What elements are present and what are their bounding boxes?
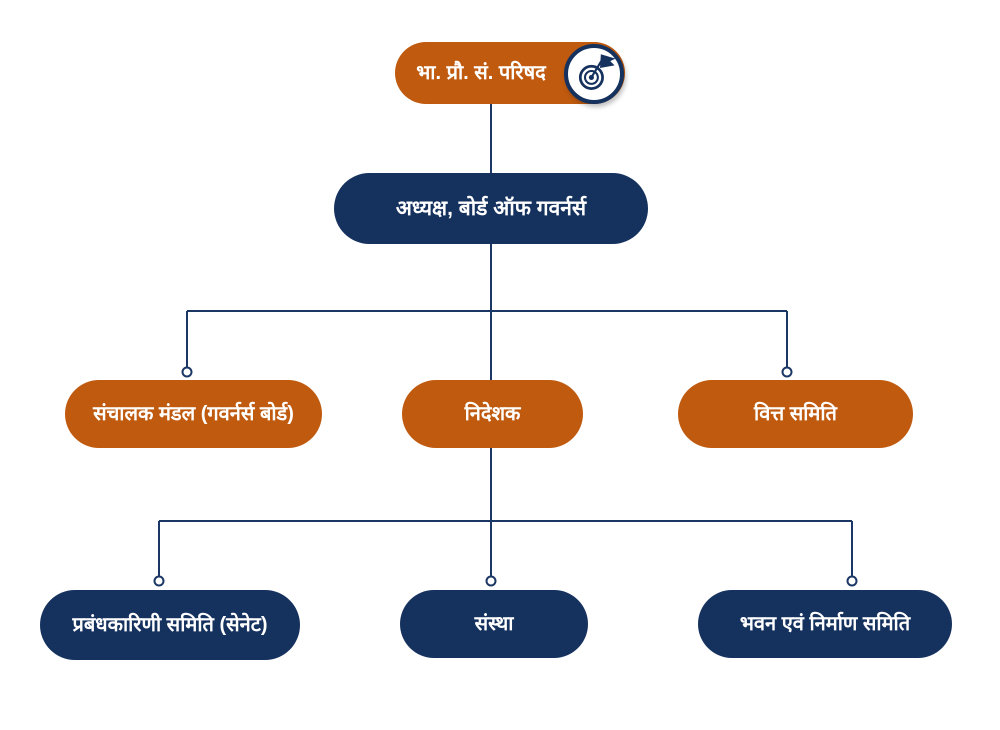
node-senate-label: प्रबंधकारिणी समिति (सेनेट) bbox=[72, 614, 268, 636]
node-governors-board[interactable]: संचालक मंडल (गवर्नर्स बोर्ड) bbox=[65, 380, 322, 448]
anchor-dot-senate bbox=[153, 575, 165, 587]
node-building-committee-label: भवन एवं निर्माण समिति bbox=[739, 613, 911, 635]
node-finance-committee-label: वित्त समिति bbox=[754, 403, 837, 425]
target-flag-glyph bbox=[578, 54, 616, 90]
node-chairman-label: अध्यक्ष, बोर्ड ऑफ गवर्नर्स bbox=[395, 196, 587, 220]
node-finance-committee[interactable]: वित्त समिति bbox=[678, 380, 913, 448]
node-governors-board-label: संचालक मंडल (गवर्नर्स बोर्ड) bbox=[93, 403, 294, 425]
node-institute[interactable]: संस्था bbox=[400, 590, 588, 658]
anchor-dot-institute bbox=[485, 575, 497, 587]
node-director[interactable]: निदेशक bbox=[402, 380, 583, 448]
node-building-committee[interactable]: भवन एवं निर्माण समिति bbox=[698, 590, 952, 658]
anchor-dot-building bbox=[846, 575, 858, 587]
target-flag-icon bbox=[564, 44, 624, 104]
node-senate[interactable]: प्रबंधकारिणी समिति (सेनेट) bbox=[40, 590, 300, 660]
node-root-label: भा. प्रौ. सं. परिषद bbox=[416, 62, 546, 84]
anchor-dot-finance bbox=[781, 366, 793, 378]
node-institute-label: संस्था bbox=[474, 613, 514, 635]
node-chairman[interactable]: अध्यक्ष, बोर्ड ऑफ गवर्नर्स bbox=[334, 173, 648, 244]
node-director-label: निदेशक bbox=[464, 403, 521, 425]
anchor-dot-governors bbox=[181, 366, 193, 378]
